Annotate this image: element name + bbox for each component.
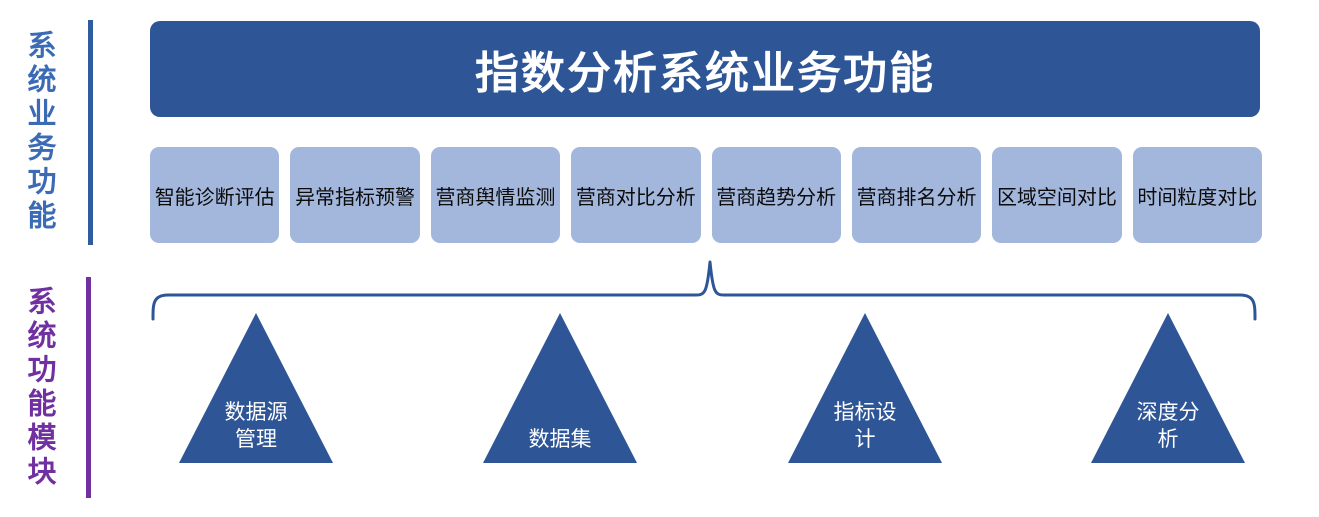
- function-box-trend-analysis: 营商趋势分析: [711, 147, 841, 243]
- triangle-shape: [483, 313, 637, 463]
- title-banner: 指数分析系统业务功能: [150, 21, 1260, 117]
- function-box-comparison-analysis: 营商对比分析: [571, 147, 701, 243]
- section-label-function-modules: 系统功能模块: [23, 286, 55, 490]
- function-box-ranking-analysis: 营商排名分析: [851, 147, 982, 243]
- module-triangle-dataset: 数据集: [480, 311, 640, 465]
- module-triangle-deep-analysis: 深度分 析: [1088, 311, 1248, 465]
- module-label: 数据集: [528, 428, 592, 451]
- module-label: 数据源 管理: [224, 401, 288, 451]
- triangle-shape: [1091, 313, 1245, 463]
- function-box-regional-spatial-comparison: 区域空间对比: [992, 147, 1122, 243]
- section-label-business-functions: 系统业务功能: [23, 30, 55, 234]
- page-title: 指数分析系统业务功能: [475, 49, 935, 98]
- function-box-abnormal-indicator-warning: 异常指标预警: [290, 147, 420, 243]
- function-box-time-granularity-comparison: 时间粒度对比: [1132, 147, 1262, 243]
- curly-brace-connector: [151, 260, 1257, 321]
- function-box-intelligent-diagnosis: 智能诊断评估: [150, 147, 280, 243]
- triangle-shape: [179, 313, 333, 463]
- rail-line-blue: [88, 20, 93, 245]
- rail-line-purple: [86, 277, 91, 498]
- module-triangle-data-source-management: 数据源 管理: [176, 311, 336, 465]
- triangle-shape: [788, 313, 942, 463]
- module-triangle-indicator-design: 指标设 计: [785, 311, 945, 465]
- module-label: 指标设 计: [833, 401, 897, 451]
- function-box-row: 智能诊断评估 异常指标预警 营商舆情监测 营商对比分析 营商趋势分析 营商排名分…: [150, 147, 1262, 243]
- module-label: 深度分 析: [1136, 401, 1200, 451]
- function-box-sentiment-monitoring: 营商舆情监测: [430, 147, 561, 243]
